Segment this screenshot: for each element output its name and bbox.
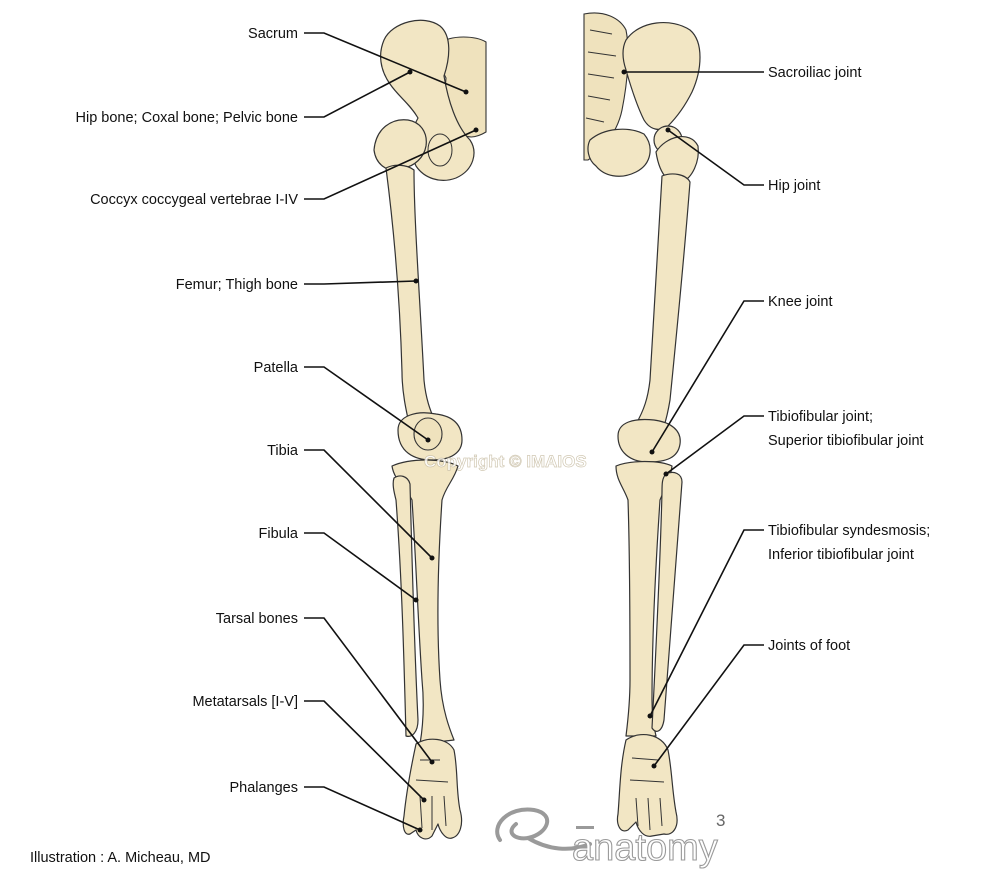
leader-hip-bone-dot [408, 70, 413, 75]
logo-wordmark: anatomy [572, 827, 718, 869]
label-tarsal-bones: Tarsal bones [216, 611, 298, 627]
logo-superscript: 3 [716, 811, 725, 830]
leader-tibia-dot [430, 556, 435, 561]
label-coccyx: Coccyx coccygeal vertebrae I-IV [90, 192, 298, 208]
label-joints-of-foot: Joints of foot [768, 638, 850, 654]
leader-joints-of-foot-dot [652, 764, 657, 769]
leader-knee-joint-dot [650, 450, 655, 455]
leader-phalanges [304, 787, 420, 830]
e-anatomy-logo: anatomy 3 [497, 809, 725, 869]
label-knee-joint: Knee joint [768, 294, 833, 310]
logo-macron [576, 826, 594, 829]
leader-superior-tibiofibular-dot [664, 472, 669, 477]
label-superior-tibiofibular-line1: Tibiofibular joint; [768, 409, 873, 425]
leader-tarsal-bones-dot [430, 760, 435, 765]
leader-femur-dot [414, 279, 419, 284]
illustration-credit: Illustration : A. Micheau, MD [30, 850, 211, 866]
left-femur-shaft-shape [386, 165, 436, 428]
label-hip-joint: Hip joint [768, 178, 820, 194]
leader-coccyx-dot [474, 128, 479, 133]
label-femur: Femur; Thigh bone [176, 277, 298, 293]
leader-joints-of-foot [654, 645, 764, 766]
leader-patella-dot [426, 438, 431, 443]
right-femur-shaft-shape [636, 174, 690, 426]
copyright-watermark: Copyright © IMAIOS [424, 452, 587, 471]
leader-metatarsals-dot [422, 798, 427, 803]
label-sacrum: Sacrum [248, 26, 298, 42]
label-superior-tibiofibular-line2: Superior tibiofibular joint [768, 433, 924, 449]
label-sacroiliac-joint: Sacroiliac joint [768, 65, 862, 81]
leader-sacroiliac-joint-dot [622, 70, 627, 75]
label-fibula: Fibula [259, 526, 299, 542]
label-tibiofibular-syndesmosis-line2: Inferior tibiofibular joint [768, 547, 914, 563]
label-metatarsals: Metatarsals [I-V] [192, 694, 298, 710]
leader-fibula-dot [414, 598, 419, 603]
leader-tibiofibular-syndesmosis-dot [648, 714, 653, 719]
right-foot-shape [617, 735, 677, 837]
label-phalanges: Phalanges [229, 780, 298, 796]
right-knee-shape [618, 420, 680, 462]
leader-hip-joint-dot [666, 128, 671, 133]
leader-sacrum-dot [464, 90, 469, 95]
leader-phalanges-dot [418, 828, 423, 833]
left-skeleton [374, 20, 486, 839]
right-ilium-shape [623, 23, 700, 130]
label-tibiofibular-syndesmosis-line1: Tibiofibular syndesmosis; [768, 523, 930, 539]
label-patella: Patella [254, 360, 299, 376]
label-tibia: Tibia [267, 443, 299, 459]
leader-superior-tibiofibular [666, 416, 764, 474]
right-pubis-shape [588, 129, 650, 176]
label-hip-bone: Hip bone; Coxal bone; Pelvic bone [76, 110, 298, 126]
right-skeleton [584, 13, 700, 836]
